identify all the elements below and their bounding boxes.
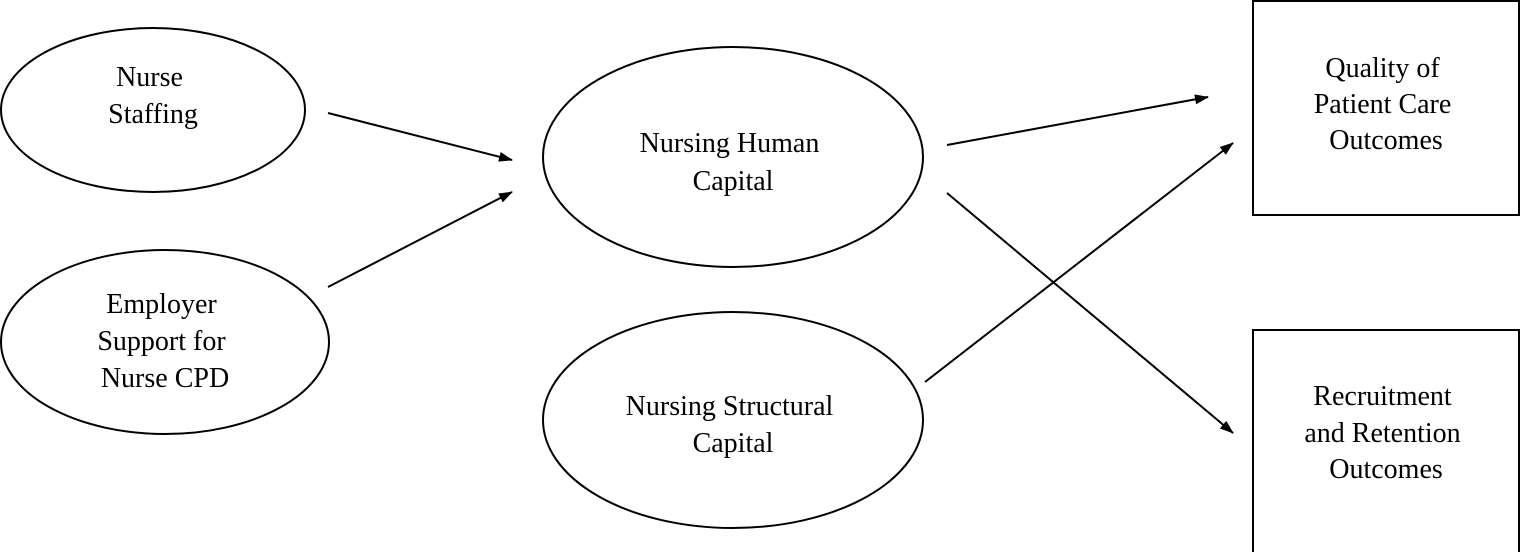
node-recruitment-retention: Recruitment and Retention Outcomes (1252, 329, 1520, 552)
node-recruitment-retention-shape (1252, 329, 1520, 552)
node-label-line: Nurse (116, 62, 183, 93)
node-label-line: Recruitment (1313, 381, 1452, 412)
diagram-edges (327, 94, 1234, 434)
edge-human-capital-to-quality-care (946, 94, 1209, 146)
node-quality-patient-care-shape (1252, 0, 1520, 216)
node-nurse-staffing: Nurse Staffing (0, 27, 306, 193)
node-label-line: Capital (693, 428, 774, 459)
node-recruitment-retention-label: Recruitment and Retention Outcomes (1304, 381, 1467, 485)
node-quality-patient-care-label: Quality of Patient Care Outcomes (1314, 53, 1459, 156)
edge-nurse-staffing-to-human-capital (327, 112, 513, 162)
node-label-line: Outcomes (1329, 454, 1443, 485)
node-label-line: Patient Care (1314, 89, 1452, 120)
node-employer-support: Employer Support for Nurse CPD (0, 249, 330, 435)
edge-human-capital-to-recruitment (946, 192, 1234, 434)
node-label-line: Outcomes (1329, 125, 1443, 156)
node-label-line: Nursing Structural (626, 391, 834, 422)
node-label-line: Capital (693, 166, 774, 197)
node-nursing-structural-capital-shape (542, 311, 924, 529)
node-employer-support-shape (0, 249, 330, 435)
node-nursing-structural-capital: Nursing Structural Capital (542, 311, 924, 529)
node-nursing-human-capital-label: Nursing Human Capital (640, 128, 827, 197)
node-nurse-staffing-shape (0, 27, 306, 193)
node-nursing-human-capital-shape (542, 46, 924, 268)
node-quality-patient-care: Quality of Patient Care Outcomes (1252, 0, 1520, 216)
node-label-line: Nurse CPD (101, 363, 229, 394)
node-label-line: Staffing (108, 99, 198, 130)
node-label-line: Nursing Human (640, 128, 820, 159)
edge-structural-capital-to-quality-care (924, 142, 1234, 383)
node-nursing-structural-capital-label: Nursing Structural Capital (626, 391, 841, 459)
edge-employer-support-to-human-capital (327, 191, 513, 288)
node-nurse-staffing-label: Nurse Staffing (108, 62, 198, 130)
node-nursing-human-capital: Nursing Human Capital (542, 46, 924, 268)
node-label-line: Quality of (1325, 53, 1440, 84)
node-label-line: Support for (97, 326, 226, 357)
node-label-line: Employer (106, 289, 217, 320)
node-employer-support-label: Employer Support for Nurse CPD (97, 289, 232, 394)
node-label-line: and Retention (1304, 418, 1460, 449)
